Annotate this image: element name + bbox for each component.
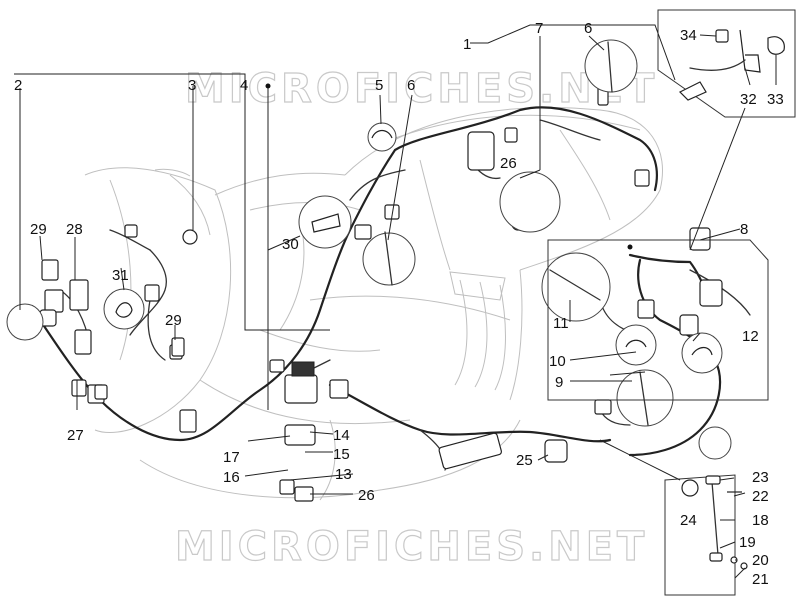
callout-20: 20 <box>752 552 769 569</box>
callout-27: 27 <box>67 427 84 444</box>
callout-22: 22 <box>752 488 769 505</box>
callout-13: 13 <box>335 466 352 483</box>
callout-11: 11 <box>553 315 569 332</box>
callout-1: 1 <box>463 36 471 53</box>
callout-4: 4 <box>240 77 248 94</box>
callout-26a: 26 <box>500 155 517 172</box>
callout-29b: 29 <box>165 312 182 329</box>
callout-6b: 6 <box>584 20 592 37</box>
callout-23: 23 <box>752 469 769 486</box>
callout-19: 19 <box>739 534 756 551</box>
callout-29a: 29 <box>30 221 47 238</box>
callout-3: 3 <box>188 77 196 94</box>
main-wiring-harness <box>38 106 658 471</box>
callout-14: 14 <box>333 427 350 444</box>
callout-21: 21 <box>752 571 769 588</box>
callout-2: 2 <box>14 77 22 94</box>
leader-lines <box>14 24 777 579</box>
reference-dot-4 <box>265 83 271 89</box>
callout-25: 25 <box>516 452 533 469</box>
reference-dot-8 <box>627 244 633 250</box>
callout-33: 33 <box>767 91 784 108</box>
callout-15: 15 <box>333 446 350 463</box>
callout-numbers: 1 2 3 4 5 6 6 7 8 9 10 11 12 13 14 15 16… <box>14 20 784 588</box>
callout-30: 30 <box>282 236 299 253</box>
callout-12: 12 <box>742 328 759 345</box>
callout-31: 31 <box>112 267 129 284</box>
callout-18: 18 <box>752 512 769 529</box>
bracket-inset-parts <box>678 29 785 101</box>
callout-17: 17 <box>223 449 240 466</box>
callout-6a: 6 <box>407 77 415 94</box>
callout-26b: 26 <box>358 487 375 504</box>
watermark-top: MICROFICHES.NET <box>185 66 658 112</box>
callout-28: 28 <box>66 221 83 238</box>
scooter-body-outline <box>84 107 663 501</box>
callout-34: 34 <box>680 27 697 44</box>
watermark-bottom: MICROFICHES.NET <box>175 524 648 570</box>
callout-32: 32 <box>740 91 757 108</box>
callout-16: 16 <box>223 469 240 486</box>
callout-5: 5 <box>375 77 383 94</box>
detail-bubbles <box>6 39 732 460</box>
callout-7: 7 <box>535 20 543 37</box>
callout-8: 8 <box>740 221 748 238</box>
callout-24: 24 <box>680 512 697 529</box>
ground-strap-inset-parts <box>681 475 748 570</box>
callout-9: 9 <box>555 374 563 391</box>
callout-10: 10 <box>549 353 566 370</box>
